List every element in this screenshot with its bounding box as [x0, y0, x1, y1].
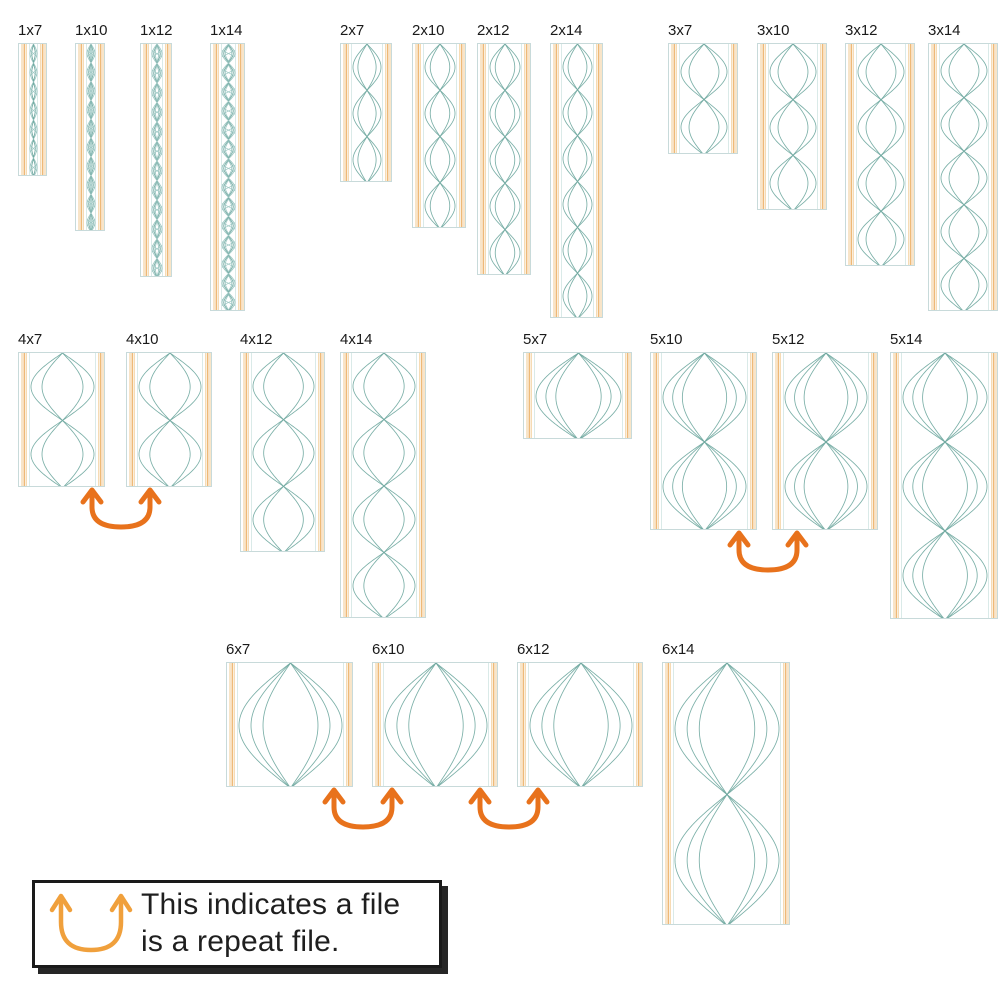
repeat-arrow-icon — [318, 787, 408, 833]
panel-label-3x7: 3x7 — [668, 22, 693, 39]
design-panel-6x14[interactable] — [662, 662, 790, 925]
panel-label-3x12: 3x12 — [845, 22, 878, 39]
design-panel-6x7[interactable] — [226, 662, 353, 787]
panel-label-5x14: 5x14 — [890, 331, 923, 348]
panel-label-1x12: 1x12 — [140, 22, 173, 39]
panel-label-4x7: 4x7 — [18, 331, 43, 348]
panel-label-6x10: 6x10 — [372, 641, 405, 658]
design-panel-2x12[interactable] — [477, 43, 531, 275]
panel-label-6x14: 6x14 — [662, 641, 695, 658]
design-panel-5x7[interactable] — [523, 352, 632, 439]
design-panel-1x10[interactable] — [75, 43, 105, 231]
panel-label-5x12: 5x12 — [772, 331, 805, 348]
design-panel-3x10[interactable] — [757, 43, 827, 210]
panel-label-2x12: 2x12 — [477, 22, 510, 39]
design-panel-4x10[interactable] — [126, 352, 212, 487]
panel-label-5x10: 5x10 — [650, 331, 683, 348]
panel-label-6x7: 6x7 — [226, 641, 251, 658]
panel-label-6x12: 6x12 — [517, 641, 550, 658]
design-panel-6x10[interactable] — [372, 662, 498, 787]
panel-label-2x14: 2x14 — [550, 22, 583, 39]
repeat-arrow-icon — [464, 787, 554, 833]
panel-label-2x7: 2x7 — [340, 22, 365, 39]
repeat-arrow-icon — [76, 487, 166, 533]
design-panel-1x14[interactable] — [210, 43, 245, 311]
design-panel-4x12[interactable] — [240, 352, 325, 552]
design-panel-2x14[interactable] — [550, 43, 603, 318]
design-panel-3x7[interactable] — [668, 43, 738, 154]
repeat-arrow-icon — [43, 886, 139, 962]
panel-label-4x14: 4x14 — [340, 331, 373, 348]
design-panel-6x12[interactable] — [517, 662, 643, 787]
design-panel-3x14[interactable] — [928, 43, 998, 311]
panel-label-1x10: 1x10 — [75, 22, 108, 39]
panel-label-2x10: 2x10 — [412, 22, 445, 39]
design-panel-4x7[interactable] — [18, 352, 105, 487]
panel-label-3x14: 3x14 — [928, 22, 961, 39]
panel-label-4x12: 4x12 — [240, 331, 273, 348]
legend-line-2: is a repeat file. — [141, 925, 340, 958]
design-panel-1x7[interactable] — [18, 43, 47, 176]
panel-label-1x14: 1x14 — [210, 22, 243, 39]
design-panel-5x14[interactable] — [890, 352, 998, 619]
legend-line-1: This indicates a file — [141, 888, 401, 922]
panel-label-5x7: 5x7 — [523, 331, 548, 348]
repeat-arrow-icon — [723, 530, 813, 576]
design-panel-1x12[interactable] — [140, 43, 172, 277]
panel-label-4x10: 4x10 — [126, 331, 159, 348]
design-panel-5x10[interactable] — [650, 352, 757, 530]
panel-label-1x7: 1x7 — [18, 22, 43, 39]
design-panel-2x7[interactable] — [340, 43, 392, 182]
design-panel-5x12[interactable] — [772, 352, 878, 530]
design-panel-3x12[interactable] — [845, 43, 915, 266]
panel-label-3x10: 3x10 — [757, 22, 790, 39]
design-panel-2x10[interactable] — [412, 43, 466, 228]
design-panel-4x14[interactable] — [340, 352, 426, 618]
